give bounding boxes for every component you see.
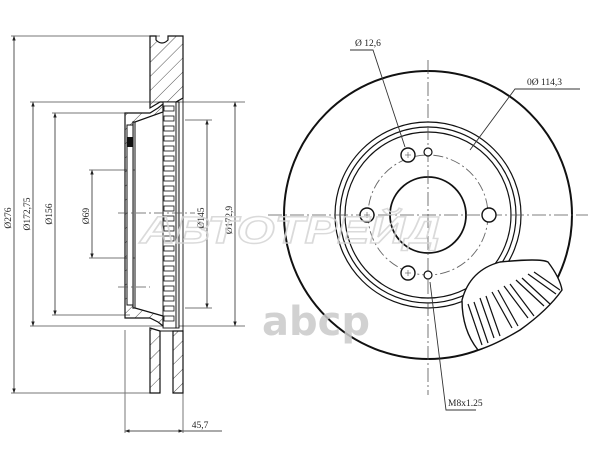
vent-fin-teeth (163, 105, 175, 322)
threaded-hole (423, 147, 433, 157)
dim-inner-friction-diameter: Ø145 (197, 207, 207, 228)
hat-section (124, 102, 164, 328)
dimension-labels: Ø276 Ø172,75 Ø156 Ø69 Ø145 Ø172,9 45,7 (4, 197, 235, 431)
threaded-hole (423, 270, 433, 280)
dimension-lines (12, 35, 237, 433)
callout-pitch-circle: 0Ø 114,3 (527, 78, 562, 88)
center-line (118, 212, 195, 288)
friction-ring-bottom (149, 327, 184, 394)
callout-thread: M8x1.25 (448, 399, 483, 409)
callout-bolt-hole: Ø 12,6 (355, 39, 381, 49)
bolt-hole-crosses (364, 152, 411, 276)
dim-overall-height: 45,7 (192, 421, 209, 431)
watermark-secondary: abcp (262, 299, 370, 345)
vane-cutaway (461, 259, 563, 351)
watermarks: АВТОТРЕЙД abcp (138, 206, 441, 345)
front-view: Ø 12,6 0Ø 114,3 M8x1.25 (268, 39, 588, 411)
bolt-hole (481, 207, 497, 223)
front-center-lines (268, 60, 588, 395)
callout-leaders (350, 49, 580, 411)
dim-hub-face-diameter: Ø172,9 (225, 206, 235, 234)
dim-hat-inner-diameter: Ø156 (45, 203, 55, 224)
dim-outer-diameter: Ø276 (4, 207, 14, 228)
friction-ring-top (149, 35, 184, 110)
dim-hat-outer-diameter: Ø172,75 (23, 197, 33, 230)
side-section-view: Ø276 Ø172,75 Ø156 Ø69 Ø145 Ø172,9 45,7 (4, 35, 245, 433)
threaded-holes (423, 147, 433, 280)
dim-center-bore: Ø69 (82, 208, 92, 225)
watermark-primary: АВТОТРЕЙД (139, 207, 440, 252)
